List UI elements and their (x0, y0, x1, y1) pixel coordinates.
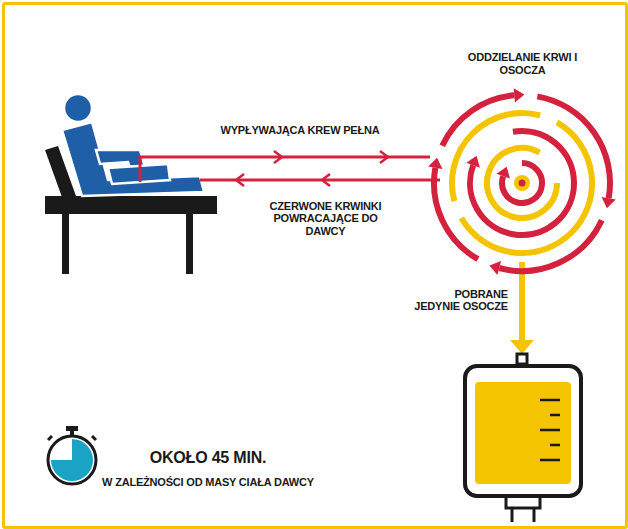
arrow-head (274, 151, 282, 163)
bag-outline (465, 366, 581, 496)
spiral-arrowhead (514, 88, 525, 102)
plasma-head (510, 340, 534, 354)
arrow-head (322, 174, 330, 186)
bag-tube (511, 508, 514, 522)
spiral-ring (502, 163, 542, 203)
plasma-bag (465, 354, 581, 522)
center-dot (519, 180, 526, 187)
bag-hook (517, 354, 527, 364)
donor-body (62, 122, 204, 196)
donor-figure (62, 94, 204, 196)
spiral-arrowhead (428, 158, 442, 169)
spiral-ring (487, 148, 557, 218)
spiral-arrowhead (489, 261, 501, 275)
stopwatch (48, 426, 96, 484)
annotation-label: CZERWONE KRWINKI POWRACAJĄCE DO DAWCY (268, 200, 383, 237)
bed-top (45, 196, 217, 214)
spiral-ring (461, 122, 592, 253)
annotation-label: POBRANE JEDYNIE OSOCZE (408, 288, 508, 313)
bag-tube (533, 508, 536, 522)
plasma-arrow (510, 262, 534, 354)
arrow-head (380, 151, 388, 163)
annotation-label: WYPŁYWAJĄCA KREW PEŁNA (215, 124, 385, 136)
center-ring (514, 175, 530, 191)
annotation-label: W ZALEŻNOŚCI OD MASY CIAŁA DAWCY (88, 476, 328, 488)
bed-leg (62, 214, 69, 274)
spiral-arrowhead (466, 156, 480, 168)
spiral-ring (442, 95, 514, 145)
spiral-ring (470, 131, 574, 235)
donor-head (64, 94, 92, 122)
node-heading: ODDZIELANIE KRWI I OSOCZA (465, 51, 580, 76)
blood-lines (140, 151, 440, 186)
centrifuge-target (425, 45, 620, 285)
spiral-arrowhead (496, 167, 510, 179)
bag-port (506, 496, 540, 508)
bag-scale (540, 400, 560, 460)
bed-leg (186, 214, 193, 274)
spiral-arrowhead (602, 197, 616, 208)
arrow-head (236, 174, 244, 186)
centrifuge-node: ODDZIELANIE KRWI I OSOCZA (425, 45, 620, 285)
bed (45, 146, 217, 274)
annotation-label: OKOŁO 45 MIN. (108, 449, 308, 467)
bag-plasma (475, 382, 571, 484)
outflow-line (140, 157, 430, 182)
